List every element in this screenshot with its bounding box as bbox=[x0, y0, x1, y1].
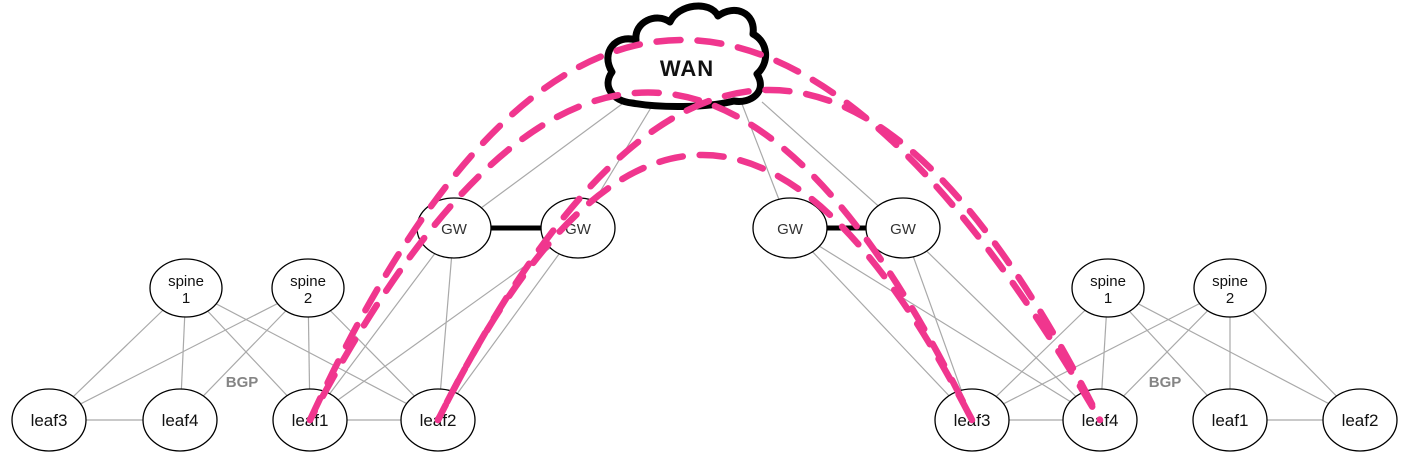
node-ellipse-right-spine2 bbox=[1193, 258, 1267, 318]
node-ellipse-right-gateway-2 bbox=[865, 197, 941, 259]
node-right-gateway-2: GW bbox=[865, 197, 941, 259]
node-left-leaf4: leaf4 bbox=[142, 388, 218, 452]
fabric-link-gw1-leaf1l bbox=[309, 227, 455, 421]
node-ellipse-left-spine2 bbox=[271, 258, 345, 318]
node-ellipse-right-leaf2 bbox=[1322, 388, 1398, 452]
node-label-right-leaf1: leaf1 bbox=[1212, 411, 1249, 430]
fabric-link-gw4-leaf3r bbox=[902, 227, 973, 421]
node-left-gateway-1: GW bbox=[416, 197, 492, 259]
node-label-left-leaf4: leaf4 bbox=[162, 411, 199, 430]
node-ellipse-left-spine1 bbox=[149, 258, 223, 318]
node-ellipse-right-spine1 bbox=[1071, 258, 1145, 318]
fabric-links-layer bbox=[48, 101, 1361, 421]
tunnel-left-leaf2-to-right-leaf3 bbox=[434, 151, 976, 424]
fabric-link-gw1-leaf2l bbox=[437, 227, 455, 421]
fabric-link-spine2r-leaf3r bbox=[971, 287, 1231, 421]
node-label-left-gateway-1: GW bbox=[441, 221, 468, 238]
node-right-gateway-1: GW bbox=[752, 197, 828, 259]
fabric-link-spine2l-leaf3l bbox=[48, 287, 309, 421]
fabric-link-spine1r-leaf2r bbox=[1107, 287, 1361, 421]
wan-cloud: WAN bbox=[604, 2, 769, 111]
cloud-shape bbox=[604, 2, 769, 111]
node-right-leaf2: leaf2 bbox=[1322, 388, 1398, 452]
tunnel-left-leaf1-to-right-leaf3 bbox=[306, 89, 976, 424]
tunnel-left-leaf2-to-right-leaf4 bbox=[434, 87, 1104, 424]
bgp-label-left: BGP bbox=[226, 374, 259, 391]
node-ellipse-right-gateway-1 bbox=[752, 197, 828, 259]
node-label-right-gateway-1: GW bbox=[777, 221, 804, 238]
node-left-leaf3: leaf3 bbox=[11, 388, 87, 452]
fabric-link-gw2-leaf2l bbox=[437, 227, 579, 421]
wan-uplink-gw1 bbox=[453, 103, 623, 229]
node-label-left-leaf3: leaf3 bbox=[31, 411, 68, 430]
overlay-tunnels-layer bbox=[306, 36, 1104, 424]
node-ellipse-left-leaf4 bbox=[142, 388, 218, 452]
wan-label: WAN bbox=[660, 56, 714, 81]
tunnel-left-leaf1-to-right-leaf4 bbox=[306, 36, 1104, 424]
fabric-link-gw3-leaf4r bbox=[789, 227, 1101, 421]
fabric-link-spine1l-leaf2l bbox=[185, 287, 439, 421]
bgp-label-right: BGP bbox=[1149, 374, 1182, 391]
node-label-right-leaf2: leaf2 bbox=[1342, 411, 1379, 430]
node-right-leaf1: leaf1 bbox=[1192, 388, 1268, 452]
node-ellipse-left-leaf3 bbox=[11, 388, 87, 452]
fabric-link-gw3-leaf3r bbox=[789, 227, 973, 421]
node-label-right-gateway-2: GW bbox=[890, 221, 917, 238]
node-left-gateway-2: GW bbox=[540, 197, 616, 259]
node-ellipse-right-leaf1 bbox=[1192, 388, 1268, 452]
fabric-link-gw4-leaf4r bbox=[902, 227, 1101, 421]
node-label-left-gateway-2: GW bbox=[565, 221, 592, 238]
